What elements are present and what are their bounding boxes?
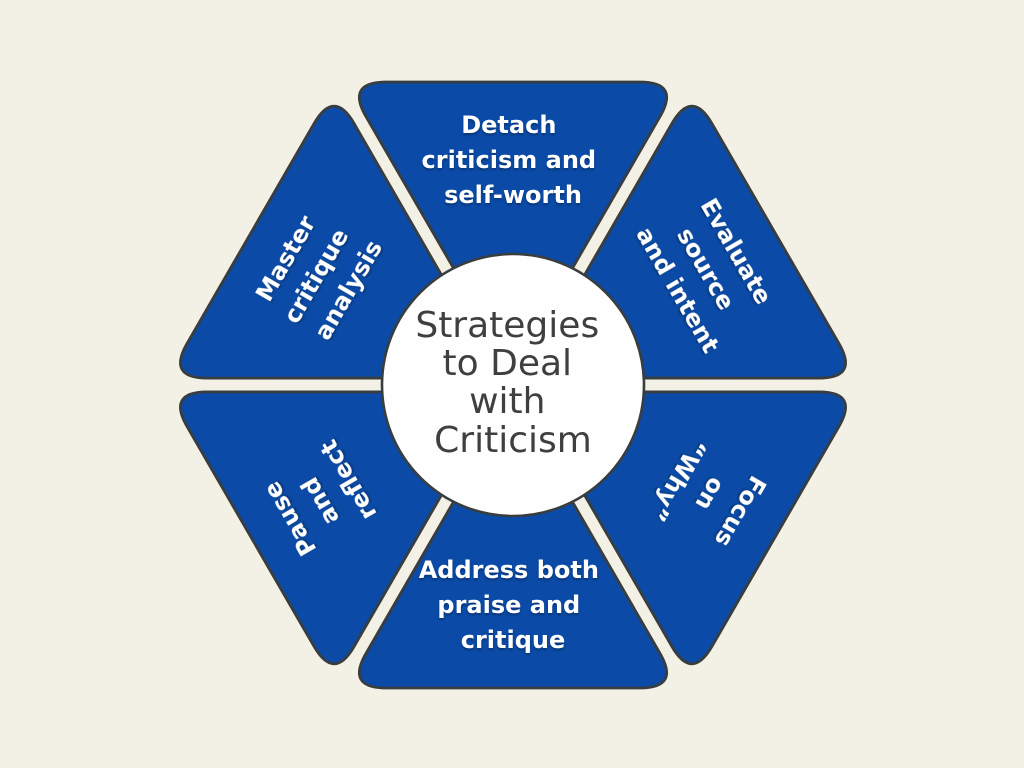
petal-top-label: Detach criticism and self-worth	[422, 111, 605, 209]
petal-top-right: Evaluate source and intent	[457, 99, 854, 507]
petal-top-left: Master critique analysis	[172, 99, 569, 507]
petal-bottom-line-2: praise and	[437, 591, 580, 619]
petal-bottom: Address both praise and critique	[357, 409, 669, 690]
petal-top-line-3: self-worth	[444, 181, 582, 209]
center-title-line-2: to Deal	[443, 343, 573, 384]
petal-bottom-label: Address both praise and critique	[419, 556, 608, 654]
petal-bottom-line-1: Address both	[419, 556, 599, 584]
petal-top: Detach criticism and self-worth	[357, 80, 669, 361]
petal-top-line-2: criticism and	[422, 146, 597, 174]
petal-top-line-1: Detach	[461, 111, 556, 139]
center-title-line-1: Strategies	[415, 305, 599, 346]
center-title-line-3: with	[469, 381, 545, 422]
center-title: Strategies to Deal with Criticism	[415, 305, 610, 461]
petal-bottom-line-3: critique	[461, 626, 566, 654]
center-title-line-4: Criticism	[434, 420, 592, 461]
petal-bottom-right: Focus on “Why”	[457, 263, 854, 671]
diagram-root: Detach criticism and self-worth Evaluate…	[172, 80, 854, 690]
petal-bottom-left: Pause and reflect	[172, 263, 569, 671]
center-circle	[380, 252, 646, 518]
center-hub: Strategies to Deal with Criticism	[380, 252, 646, 518]
